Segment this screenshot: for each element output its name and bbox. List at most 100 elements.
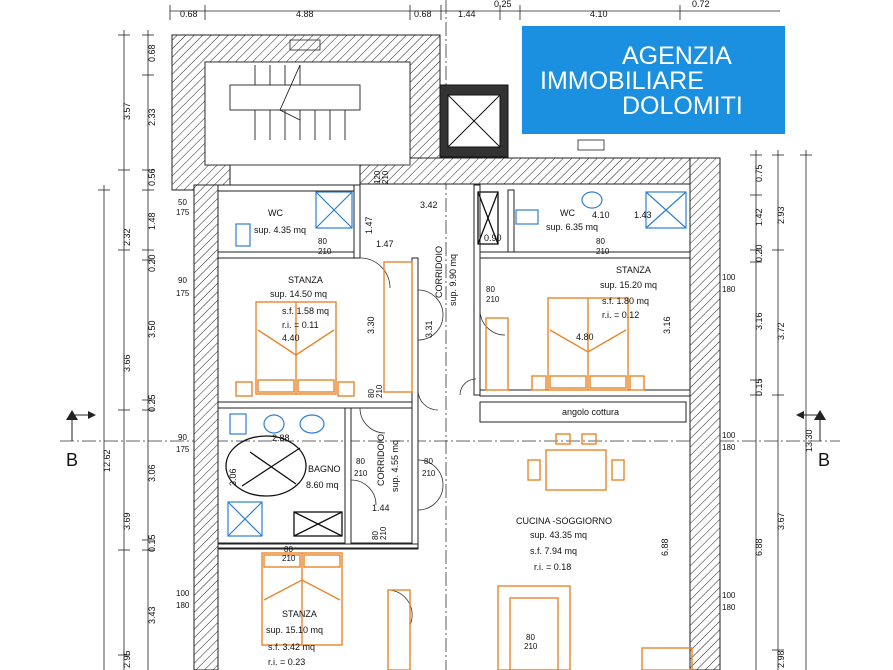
furniture <box>235 261 693 670</box>
section-label-right: B <box>818 450 830 470</box>
window-7-h: 180 <box>722 603 736 612</box>
room-stanza1-sf: s.f. 1.58 mq <box>282 306 329 316</box>
room-stanza1-w: 4.40 <box>282 333 300 343</box>
section-marker-left <box>66 410 96 441</box>
room-stanza3-name: STANZA <box>282 609 317 619</box>
room-bagno-sup: 8.60 mq <box>306 480 339 490</box>
room-bagno-name: BAGNO <box>308 464 341 474</box>
room-bagno-h: 3.06 <box>228 468 238 486</box>
window-7-w: 100 <box>722 591 736 600</box>
door-d8-w: 80 <box>371 531 380 540</box>
kitchen-counter <box>479 401 687 423</box>
door-d1-w: 120 <box>373 170 382 184</box>
window-1-h: 175 <box>176 208 190 217</box>
room-corridoio1-name: CORRIDOIO <box>434 246 444 298</box>
right-outer-dim-1: 2.93 <box>776 206 786 224</box>
top-dim-4: 1.44 <box>458 9 476 19</box>
room-stanza2-h: 3.16 <box>662 316 672 334</box>
door-d9-w: 80 <box>284 545 293 554</box>
agency-logo: AGENZIA IMMOBILIARE DOLOMITI <box>522 26 785 134</box>
room-stanza1-name: STANZA <box>288 275 323 285</box>
logo-line-2: IMMOBILIARE <box>540 67 704 95</box>
door-d2-h: 210 <box>596 247 610 256</box>
door-d1-h: 210 <box>381 170 390 184</box>
left-inner-dim-1: 0.68 <box>147 44 157 62</box>
top-dim-3: 0.68 <box>414 9 432 19</box>
room-stanza2-w: 4.80 <box>576 332 594 342</box>
left-dimension-chains <box>98 30 154 670</box>
door-swings <box>350 257 506 626</box>
room-stanza1-ri: r.i. = 0.11 <box>282 320 319 330</box>
room-cucina-sup: sup. 43.35 mq <box>530 530 587 540</box>
door-d5-h: 210 <box>375 384 384 398</box>
room-corridoio1-w: 1.47 <box>376 239 394 249</box>
left-inner-dim-8: 3.06 <box>147 464 157 482</box>
logo-line-3: DOLOMITI <box>622 92 743 120</box>
room-wc2-sup: sup. 6.35 mq <box>546 222 598 232</box>
right-inner-dim-1: 0.75 <box>754 164 764 182</box>
chimneys <box>289 39 605 151</box>
wall-dim: 1.47 <box>364 216 374 234</box>
room-wc1-name: WC <box>268 208 283 218</box>
door-d4-w: 80 <box>486 285 495 294</box>
top-dimension-chain <box>169 5 780 20</box>
room-corridoio1-sup: sup. 9.90 mq <box>448 254 458 306</box>
left-inner-dim-4: 1.48 <box>147 212 157 230</box>
right-inner-dim-4: 3.16 <box>754 312 764 330</box>
stairwell <box>204 61 411 166</box>
top-dim-5: 0.25 <box>494 0 512 9</box>
room-bagno-w: 2.88 <box>272 433 290 443</box>
room-stanza2-ri: r.i. = 0.12 <box>602 310 639 320</box>
room-cucina-sf: s.f. 7.94 mq <box>530 546 577 556</box>
room-stanza3-ri: r.i. = 0.23 <box>268 657 305 667</box>
room-corridoio1-h: 3.31 <box>424 320 434 338</box>
door-d10-h: 210 <box>524 642 538 651</box>
door-d3-w: 80 <box>318 237 327 246</box>
left-outer-dim-2: 2.32 <box>122 228 132 246</box>
door-d2-w: 80 <box>596 237 605 246</box>
right-inner-dim-5: 0.15 <box>754 378 764 396</box>
left-outer-dim-5: 3.69 <box>122 512 132 530</box>
window-4-h: 180 <box>176 601 190 610</box>
window-5-h: 180 <box>722 285 736 294</box>
left-outer-dim-6: 2.95 <box>122 650 132 668</box>
door-d3-h: 210 <box>318 247 332 256</box>
window-4-w: 100 <box>176 589 190 598</box>
room-corridoio1-top: 3.42 <box>420 200 438 210</box>
door-d4-h: 210 <box>486 295 500 304</box>
room-cucina-name: CUCINA -SOGGIORNO <box>516 516 612 526</box>
room-stanza2-sf: s.f. 1.80 mq <box>602 296 649 306</box>
elevator <box>439 84 509 158</box>
room-stanza1-h: 3.30 <box>366 316 376 334</box>
left-inner-dim-3: 0.56 <box>147 168 157 186</box>
room-stanza2-name: STANZA <box>616 265 651 275</box>
door-d7-w: 80 <box>424 457 433 466</box>
door-d5-w: 80 <box>367 389 376 398</box>
right-outer-dim-4: 3.67 <box>776 512 786 530</box>
room-wc2-dim2: 1.43 <box>634 210 652 220</box>
left-inner-dim-5: 0.20 <box>147 254 157 272</box>
room-stanza3-sup: sup. 15.10 mq <box>266 625 323 635</box>
right-outer-dim-5: 2.98 <box>776 650 786 668</box>
window-1-w: 50 <box>178 198 187 207</box>
window-2-w: 90 <box>178 276 187 285</box>
window-6-w: 100 <box>722 431 736 440</box>
room-corridoio2-w: 1.44 <box>372 503 390 513</box>
top-dim-1: 0.68 <box>180 9 198 19</box>
window-3-h: 175 <box>176 445 190 454</box>
window-5-w: 100 <box>722 273 736 282</box>
door-d6-h: 210 <box>354 469 368 478</box>
door-d8-h: 210 <box>379 526 388 540</box>
room-stanza3-sf: s.f. 3.42 mq <box>268 642 315 652</box>
window-2-h: 175 <box>176 289 190 298</box>
section-marker-right <box>796 410 826 441</box>
right-inner-dim-6: 6.88 <box>754 538 764 556</box>
left-inner-dim-7: 0.25 <box>147 394 157 412</box>
room-corridoio1-extra: 0.90 <box>484 233 502 243</box>
door-d9-h: 210 <box>282 554 296 563</box>
door-d10-w: 80 <box>526 633 535 642</box>
door-d6-w: 80 <box>356 457 365 466</box>
left-inner-dim-9: 0.15 <box>147 534 157 552</box>
room-cucina-ri: r.i. = 0.18 <box>534 562 571 572</box>
